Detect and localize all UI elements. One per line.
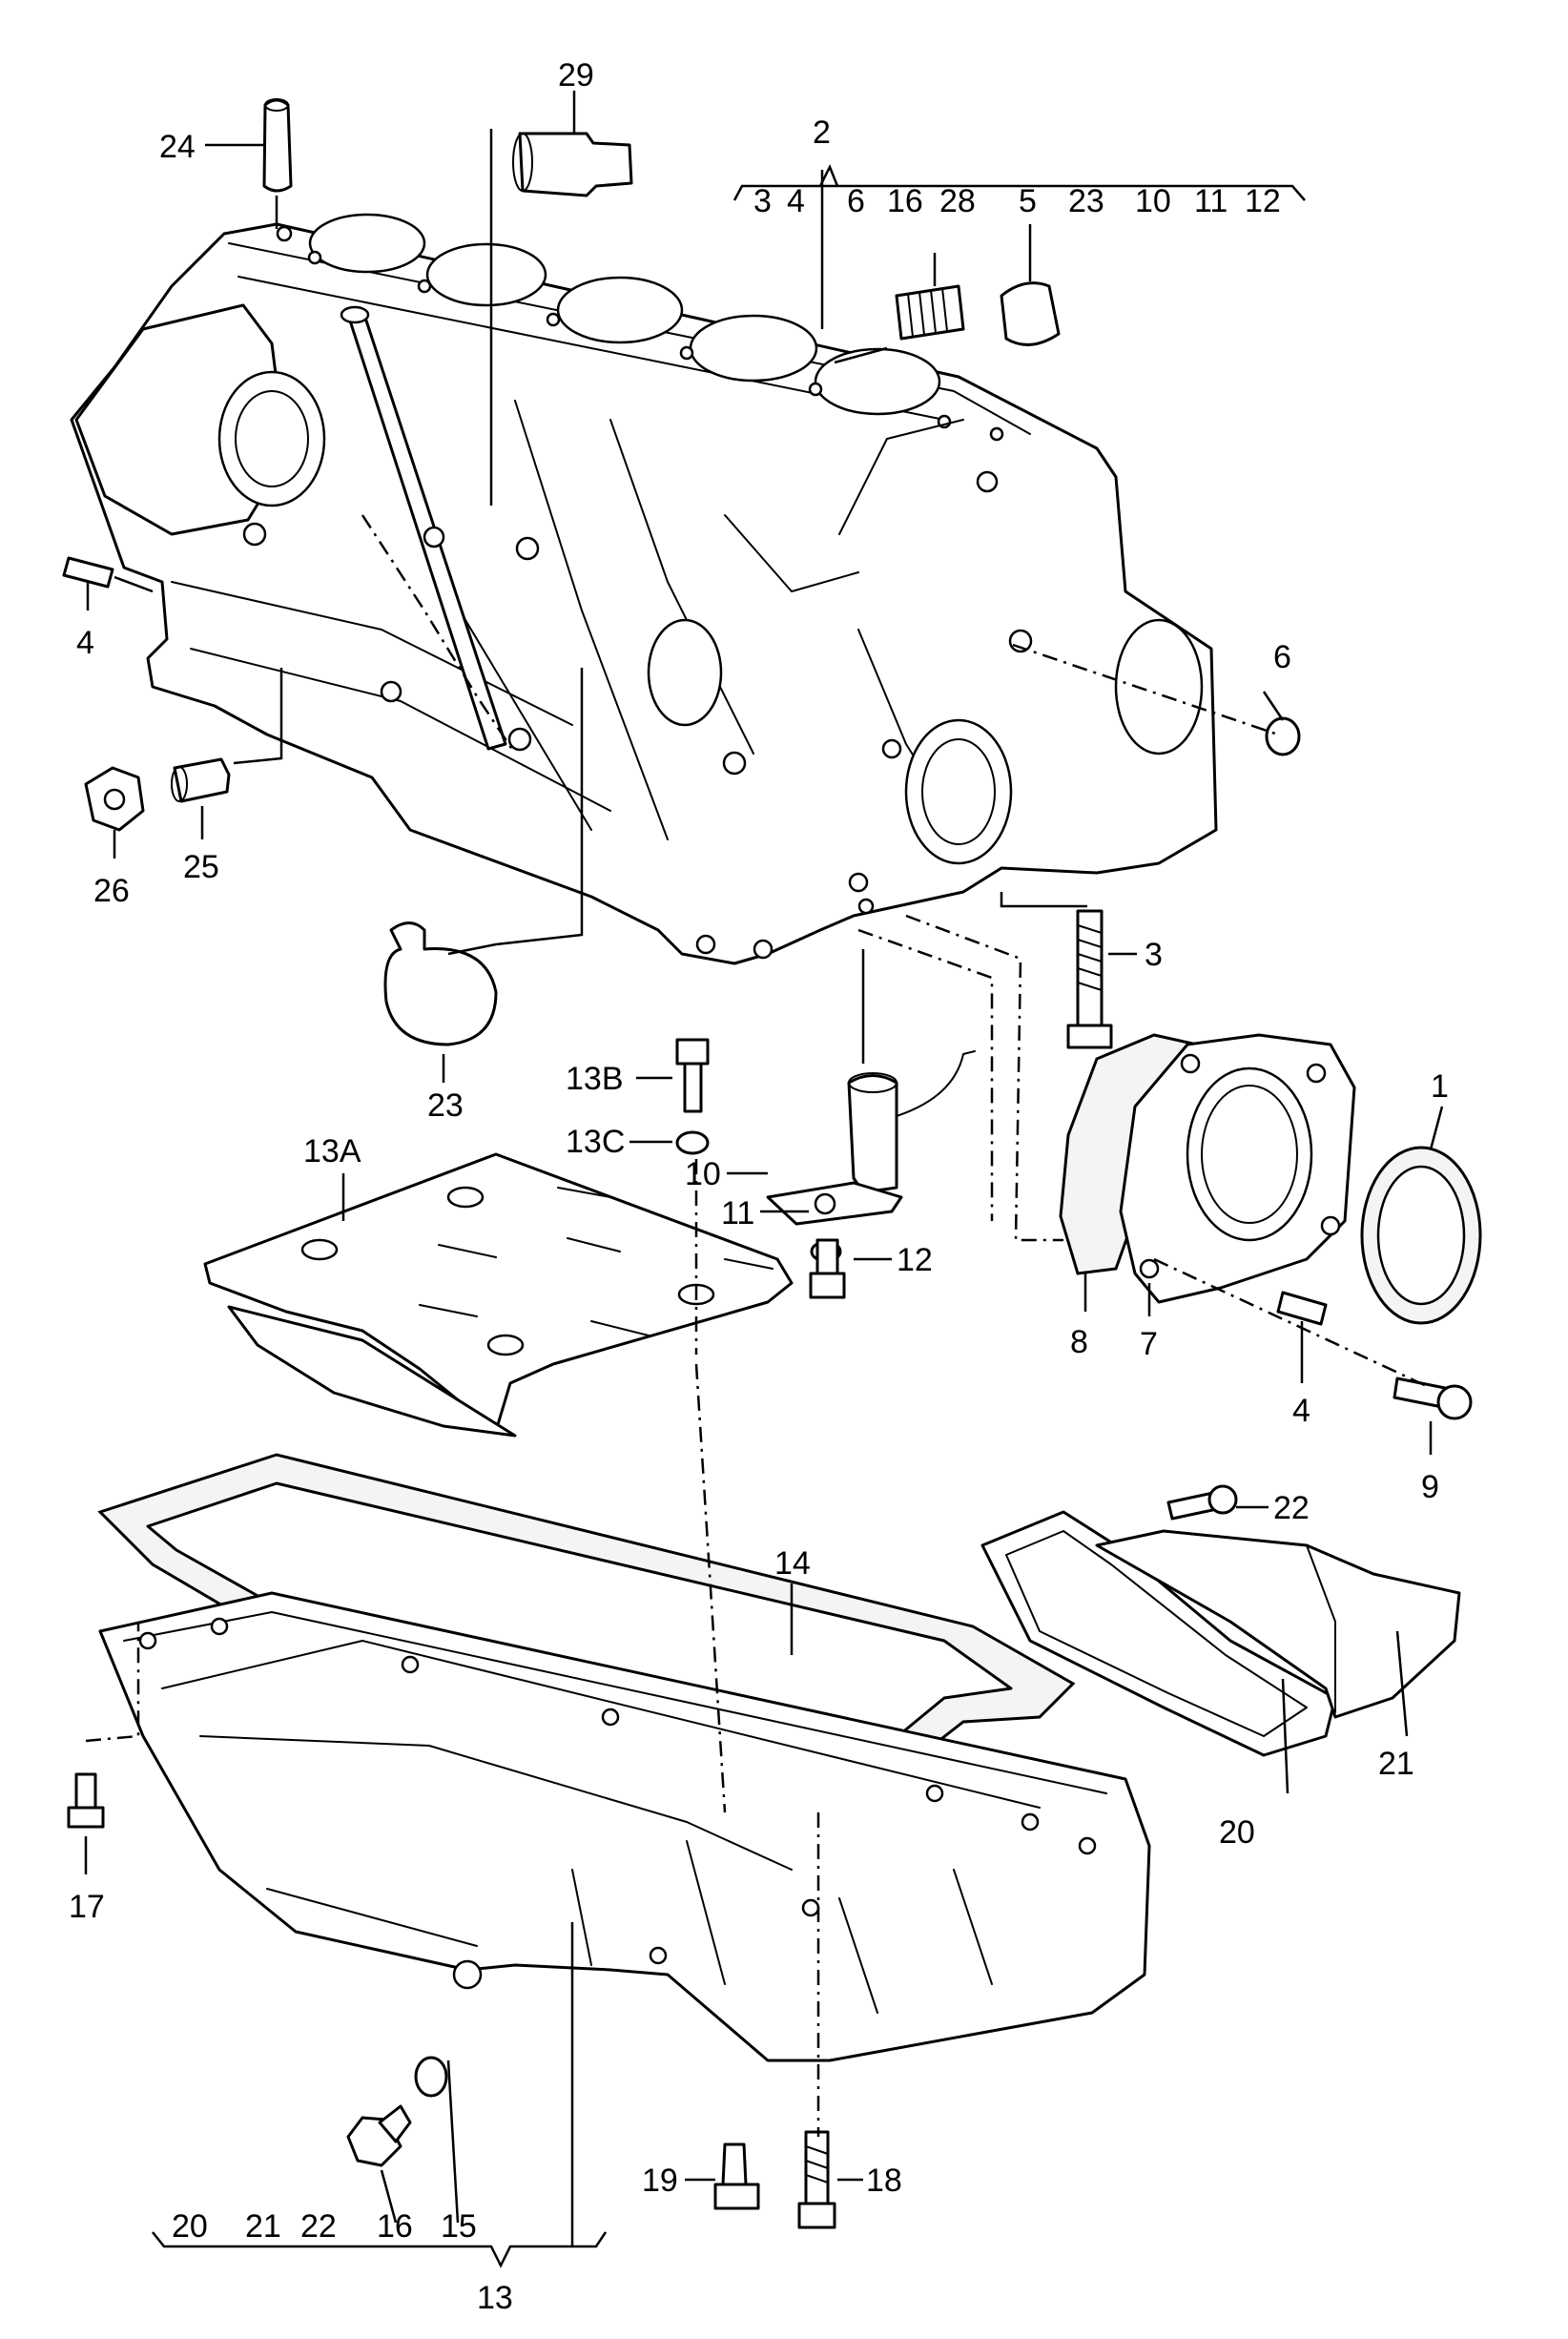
label-19: 19 [642, 2163, 678, 2199]
label-26: 26 [93, 873, 130, 909]
label-18: 18 [866, 2163, 902, 2199]
part-4-dowel-left [62, 556, 114, 589]
part-3-bolt [1066, 909, 1113, 1049]
part-23-bellows [383, 921, 498, 1046]
label-10: 10 [685, 1156, 721, 1192]
part-24-plug [262, 98, 293, 193]
label-22: 22 [1273, 1490, 1310, 1526]
label-25: 25 [183, 849, 219, 885]
label-20: 20 [1219, 1814, 1255, 1851]
label-2: 2 [813, 114, 831, 151]
group-13-item: 15 [441, 2208, 477, 2245]
part-5-cap [1000, 281, 1061, 346]
part-19-plug [713, 2142, 760, 2210]
part-29-sleeve [512, 132, 633, 197]
label-21: 21 [1378, 1746, 1414, 1782]
part-12-bolt [809, 1238, 846, 1299]
group-2-item: 23 [1068, 183, 1104, 219]
group-2-list: 3 4 6 16 28 5 23 10 11 12 [753, 183, 1281, 219]
leader-lines [84, 91, 1444, 2268]
engine-block [70, 213, 1218, 965]
label-23: 23 [427, 1087, 464, 1124]
part-6-plug [1265, 716, 1301, 756]
label-9: 9 [1421, 1469, 1439, 1505]
label-7: 7 [1140, 1326, 1158, 1362]
label-17: 17 [69, 1889, 105, 1925]
group-2-item: 3 [753, 183, 772, 219]
label-13: 13 [477, 2280, 513, 2316]
label-4-right: 4 [1292, 1393, 1310, 1429]
label-13c: 13C [566, 1124, 625, 1160]
label-3: 3 [1145, 937, 1163, 973]
label-1: 1 [1431, 1068, 1449, 1105]
group-2-item: 28 [939, 183, 976, 219]
label-24: 24 [159, 129, 196, 165]
group-2-item: 12 [1245, 183, 1281, 219]
label-14: 14 [774, 1545, 811, 1582]
part-7-flange [1119, 1033, 1356, 1304]
callout-labels: 29 24 2 3 4 6 16 28 5 23 10 11 12 4 6 26… [69, 57, 1449, 2316]
part-17-bolt [67, 1772, 105, 1829]
part-13c-washer [675, 1130, 710, 1155]
part-15-washer [414, 2056, 448, 2098]
part-26-nut [84, 766, 145, 832]
label-13b: 13B [566, 1061, 624, 1097]
part-28-spring [895, 284, 965, 341]
part-13a-baffle [203, 1152, 794, 1438]
label-6: 6 [1273, 639, 1291, 675]
group-13-item: 21 [245, 2208, 281, 2245]
group-13-item: 16 [377, 2208, 413, 2245]
group-2-item: 11 [1194, 183, 1228, 219]
group-2-item: 5 [1019, 183, 1037, 219]
part-20-gasket [980, 1510, 1337, 1757]
group-2-item: 16 [887, 183, 923, 219]
part-4-dowel-right [1276, 1291, 1328, 1326]
label-29: 29 [558, 57, 594, 93]
part-25-fitting [171, 757, 231, 803]
part-9-bolt [1393, 1376, 1473, 1420]
part-16-drain-plug [346, 2104, 412, 2167]
part-1-seal-ring [1360, 1146, 1482, 1325]
group-13-item: 20 [172, 2208, 208, 2245]
label-8: 8 [1070, 1324, 1088, 1360]
group-2-item: 6 [847, 183, 865, 219]
part-22-bolt [1166, 1484, 1238, 1521]
label-13a: 13A [303, 1133, 361, 1170]
part-10-bracket [766, 1050, 976, 1226]
part-21-cover [1095, 1529, 1461, 1719]
part-13-oil-pan [98, 1591, 1151, 2062]
group-2-item: 10 [1135, 183, 1171, 219]
part-18-bolt [797, 2130, 836, 2229]
label-11: 11 [721, 1195, 754, 1232]
label-4-left: 4 [76, 625, 94, 661]
group-2-item: 4 [787, 183, 805, 219]
part-13b-bolt [675, 1038, 710, 1113]
group-13-list: 20 21 22 16 15 [172, 2208, 477, 2245]
group-13-item: 22 [300, 2208, 337, 2245]
label-12: 12 [897, 1242, 933, 1278]
